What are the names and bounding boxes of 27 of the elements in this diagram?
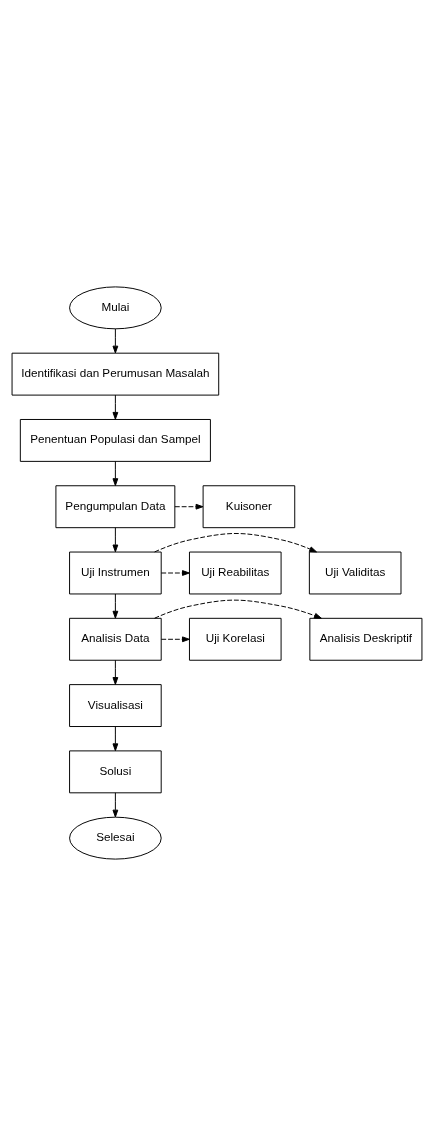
node-ellipse: Mulai: [69, 286, 162, 330]
node-box: Visualisasi: [69, 684, 162, 727]
node-box: Uji Reabilitas: [188, 551, 282, 595]
node-box: Uji Instrumen: [69, 551, 162, 595]
arrow: [112, 394, 119, 420]
node-box: Pengumpulan Data: [55, 485, 176, 529]
arrow: [112, 527, 119, 553]
arrow: [112, 792, 119, 818]
node-box: Solusi: [69, 750, 162, 794]
arrow: [174, 503, 204, 510]
arrow: [160, 636, 190, 643]
arrow: [112, 726, 119, 752]
arrow: [112, 328, 119, 354]
node-box: Identifikasi dan Perumusan Masalah: [11, 352, 220, 396]
arrow: [112, 593, 119, 619]
node-box: Analisis Deskriptif: [309, 617, 423, 661]
node-box: Analisis Data: [69, 617, 162, 661]
node-box: Kuisoner: [202, 485, 296, 529]
node-box: Uji Validitas: [308, 551, 402, 595]
node-box: Uji Korelasi: [188, 617, 282, 661]
arrow: [112, 659, 119, 685]
arrow: [154, 533, 317, 553]
node-box: Penentuan Populasi dan Sampel: [19, 419, 211, 462]
arrow: [160, 570, 190, 576]
arrow: [154, 599, 322, 619]
node-ellipse: Selesai: [69, 816, 162, 860]
arrow: [112, 460, 119, 486]
